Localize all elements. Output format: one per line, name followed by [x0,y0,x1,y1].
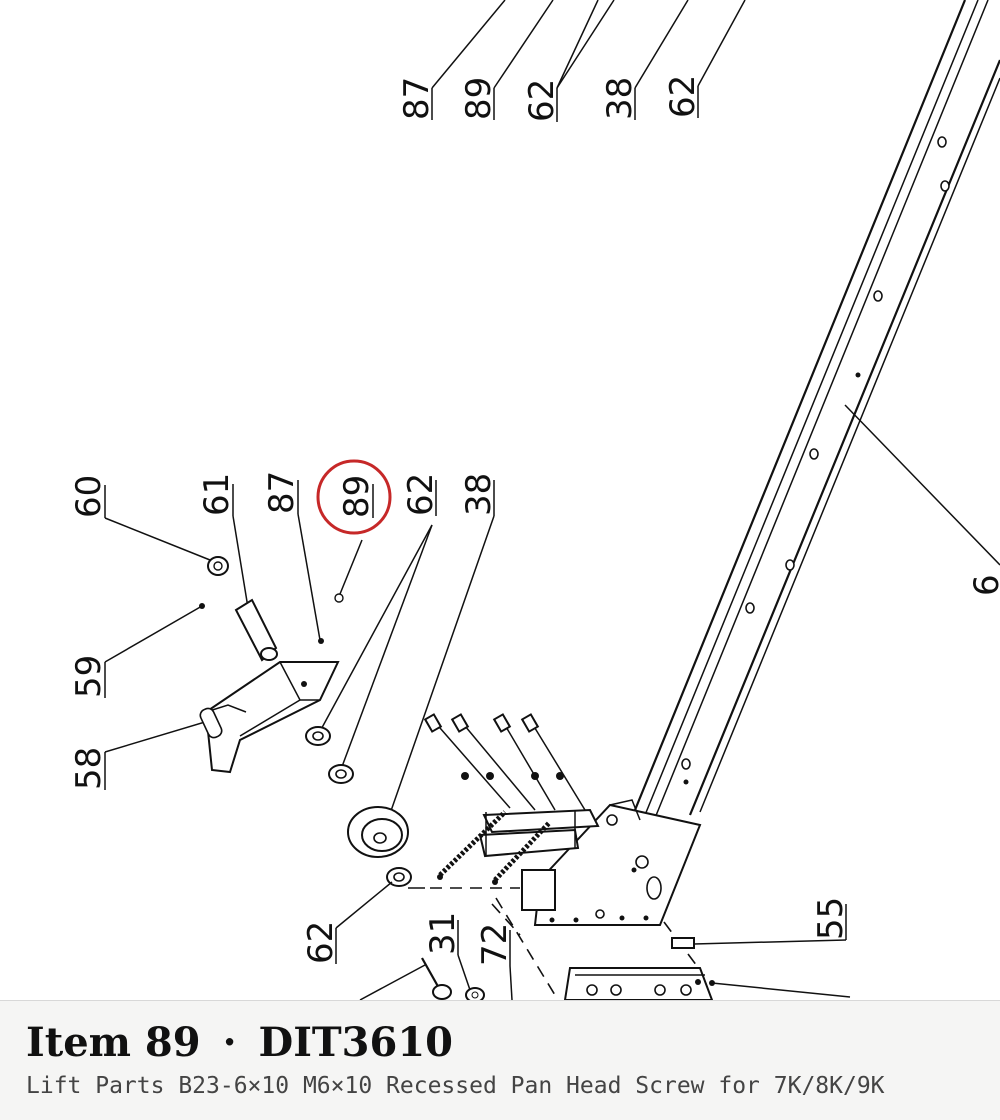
svg-text:55: 55 [811,897,851,940]
callout-edge-6[interactable]: 6 [844,404,1000,596]
callout-38[interactable]: 38 [384,473,499,829]
item-label: Item 89 [26,1019,201,1066]
callout-61[interactable]: 61 [197,473,251,621]
svg-text:38: 38 [459,473,499,516]
svg-text:61: 61 [197,473,237,516]
svg-text:87: 87 [397,77,437,120]
callout-62-lower[interactable]: 62 [301,881,393,964]
callout-62-upper[interactable]: 62 [317,473,441,773]
callout-87[interactable]: 87 [262,471,321,641]
callout-31[interactable]: 31 [423,912,471,991]
lower-frame [563,967,851,1000]
svg-text:58: 58 [69,747,109,790]
item-title: Item 89 · DIT3610 [26,1019,453,1066]
bolts [423,713,586,811]
highlight-ring [316,459,392,535]
springs [437,810,552,885]
svg-text:62: 62 [522,79,562,122]
pin-assembly [199,556,344,662]
svg-text:38: 38 [600,77,640,120]
svg-text:62: 62 [663,75,703,118]
callout-55[interactable]: 55 [671,897,851,949]
svg-text:62: 62 [401,473,441,516]
title-separator: · [222,1019,237,1066]
callout-top-62b[interactable]: 62 [663,0,746,118]
svg-text:59: 59 [69,655,109,698]
svg-text:31: 31 [423,912,463,955]
part-number: DIT3610 [258,1019,454,1066]
callout-89-highlighted[interactable]: 89 [316,459,392,595]
callout-top-87[interactable]: 87 [397,0,506,120]
exploded-parts-diagram: 87 89 62 38 62 [69,0,1000,1000]
svg-text:62: 62 [301,921,341,964]
svg-text:6: 6 [967,574,1000,596]
svg-text:87: 87 [262,471,302,514]
svg-text:89: 89 [337,475,377,518]
svg-text:89: 89 [459,77,499,120]
bracket [199,661,340,774]
svg-text:60: 60 [69,475,109,518]
assembly-dashed-lines [408,887,701,1000]
svg-text:72: 72 [475,923,515,966]
callout-72[interactable]: 72 [475,923,515,1000]
item-description: Lift Parts B23-6×10 M6×10 Recessed Pan H… [26,1073,885,1099]
callout-59[interactable]: 59 [69,605,203,698]
washers-and-pulley [305,726,412,887]
item-caption: Item 89 · DIT3610 Lift Parts B23-6×10 M6×1… [0,1000,1000,1120]
rail [633,0,1000,819]
callout-60[interactable]: 60 [69,475,211,561]
callout-top-89[interactable]: 89 [459,0,554,120]
callout-top-62[interactable]: 62 [522,0,615,122]
bottom-hardware [359,957,485,1000]
callout-top-38[interactable]: 38 [600,0,689,120]
